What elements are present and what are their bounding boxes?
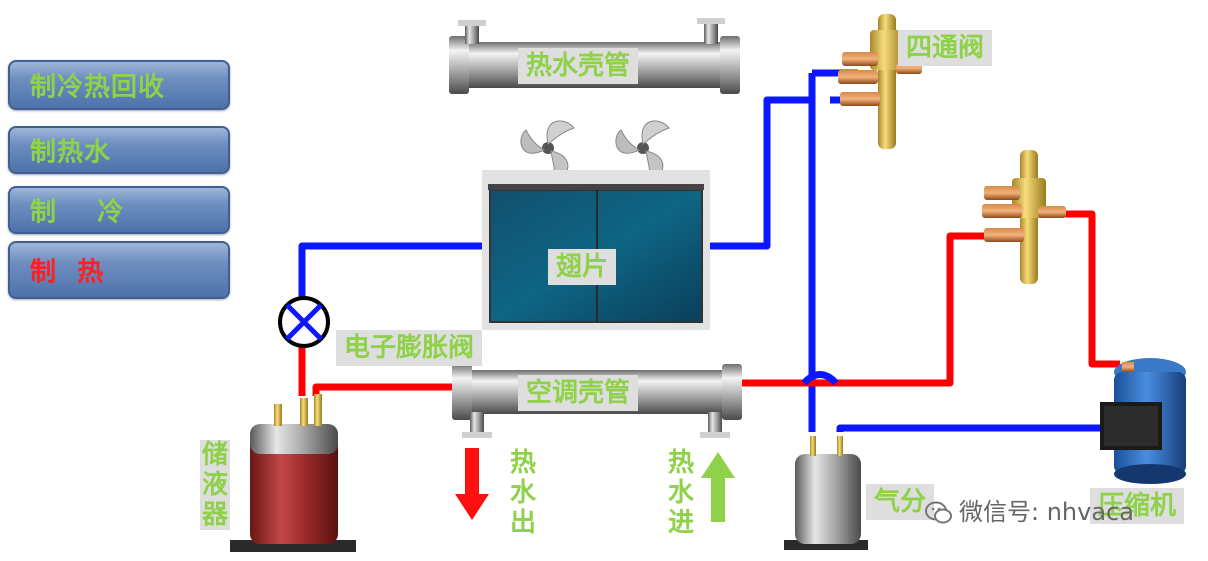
hot-water-out-label: 热水出 — [509, 448, 536, 538]
low-pressure-pipes — [298, 69, 1106, 432]
watermark: 微信号: nhvaca — [925, 492, 1134, 527]
compressor-label: 压缩机 — [1090, 488, 1185, 524]
four-way-valve-label: 四通阀 — [898, 30, 993, 66]
receiver-tank — [230, 394, 356, 552]
mode-button-cooling[interactable]: 制 冷 — [8, 186, 230, 234]
fin-coil-label: 翅片 — [548, 249, 617, 285]
hot-water-out-arrow — [455, 448, 489, 520]
expansion-valve-label: 电子膨胀阀 — [336, 330, 483, 366]
expansion-valve-icon — [278, 296, 330, 348]
compressor-icon — [1100, 358, 1186, 484]
fan-icon — [615, 120, 670, 181]
mode-button-label: 制热水 — [30, 137, 112, 168]
hot-water-in-arrow — [701, 452, 735, 522]
four-way-valve-2-icon — [982, 150, 1066, 284]
mode-button-label: 制冷热回收 — [30, 72, 166, 103]
gas-separator-tank — [784, 436, 868, 550]
watermark-text: 微信号: nhvaca — [959, 498, 1134, 526]
gas-separator-label: 气分 — [866, 484, 935, 520]
mode-button-label: 制 冷 — [30, 197, 125, 228]
four-way-valve-icon — [838, 14, 922, 149]
mode-button-heating[interactable]: 制 热 — [8, 241, 230, 299]
pipe-crossover — [801, 371, 839, 386]
hot-water-shell-tube-label: 热水壳管 — [518, 48, 639, 84]
wechat-icon — [925, 500, 953, 526]
ac-shell-tube-label: 空调壳管 — [518, 375, 639, 411]
mode-button-heat-recovery[interactable]: 制冷热回收 — [8, 60, 230, 110]
hot-water-in-label: 热水进 — [667, 448, 694, 538]
receiver-label: 储液器 — [200, 440, 230, 530]
mode-button-hot-water[interactable]: 制热水 — [8, 126, 230, 174]
mode-button-label: 制 热 — [30, 257, 105, 288]
